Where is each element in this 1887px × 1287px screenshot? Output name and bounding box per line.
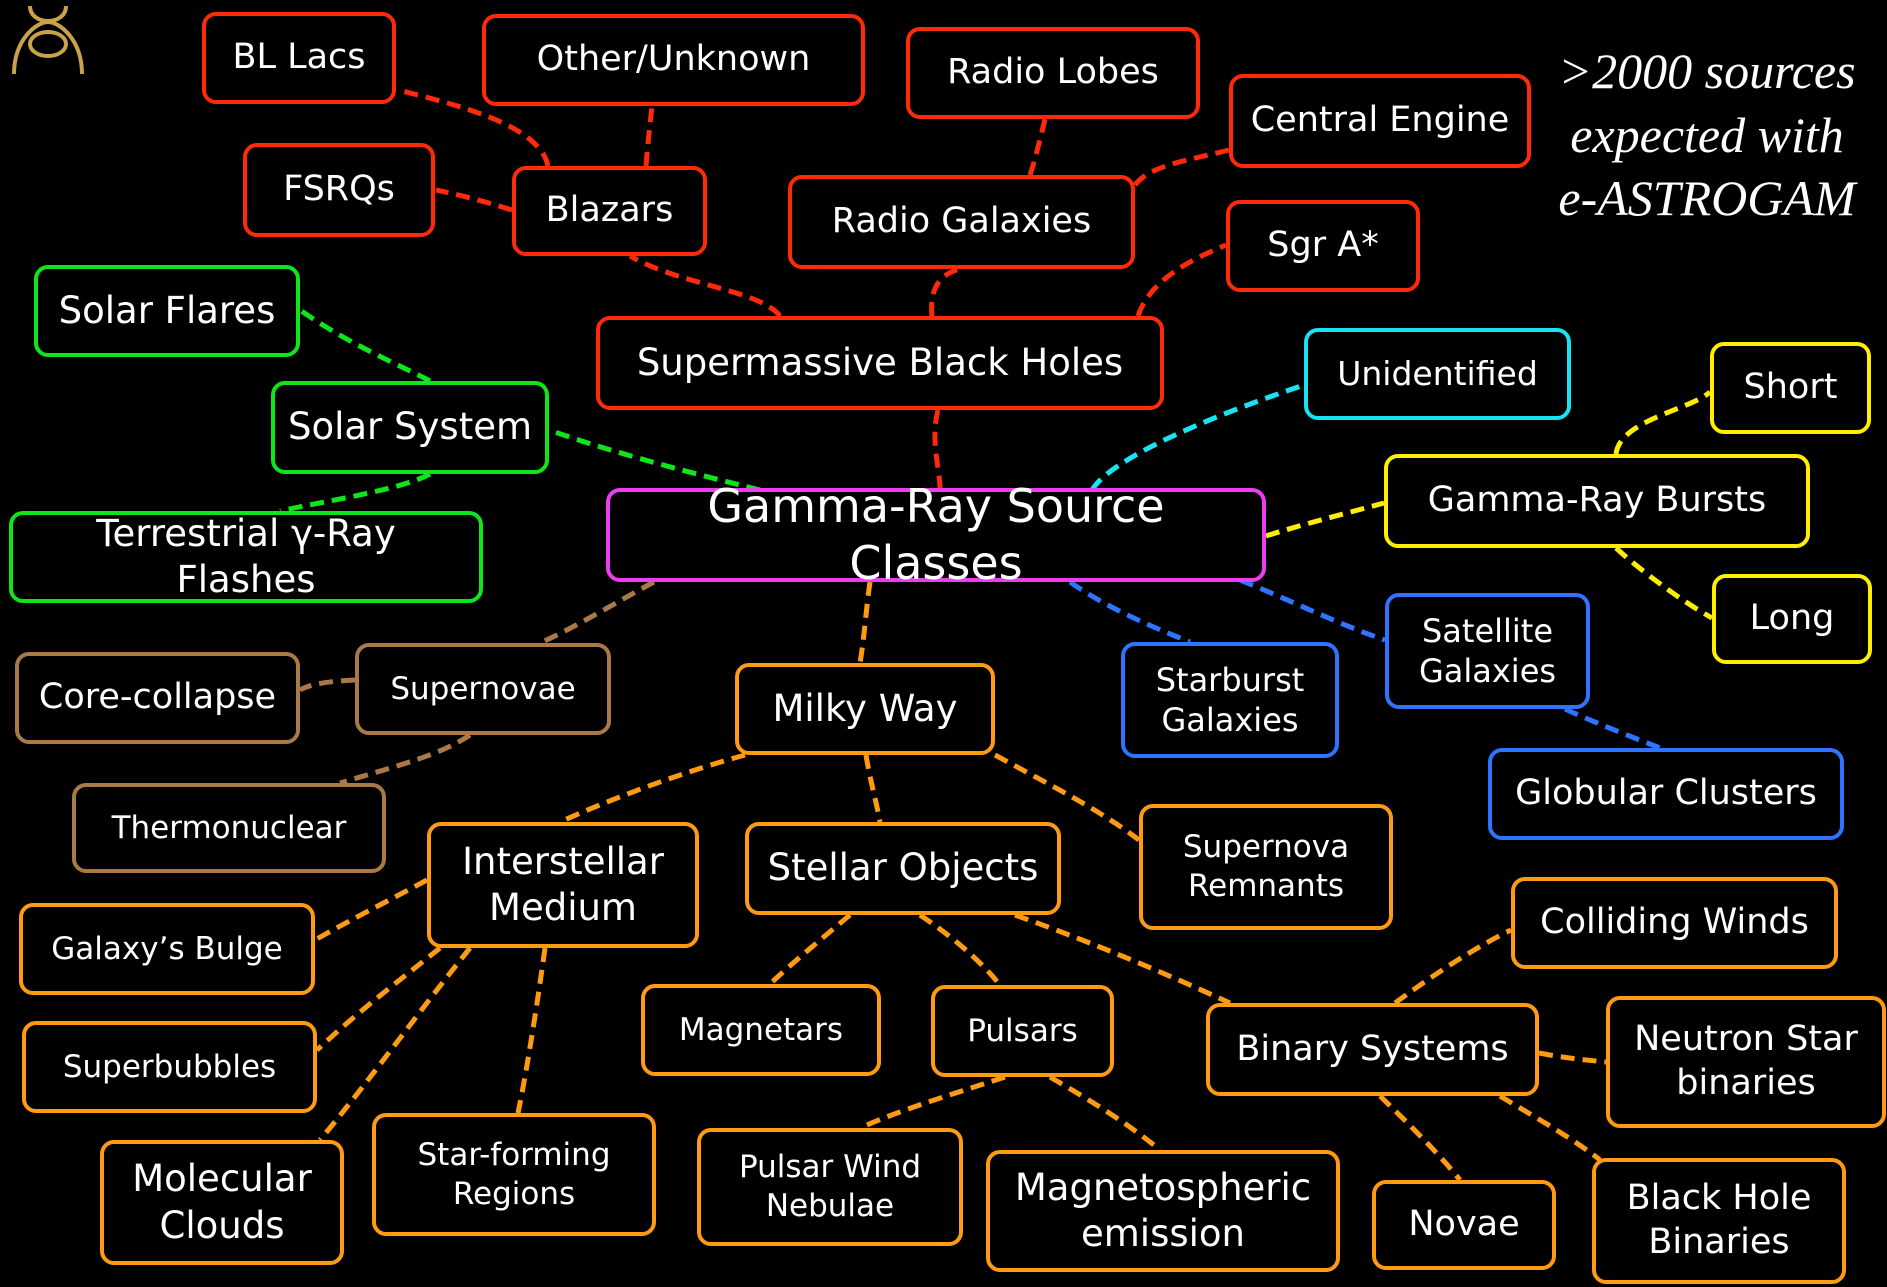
connector-orange-34 <box>1048 1074 1162 1152</box>
node-neutron-star-binaries: Neutron Star binaries <box>1606 996 1886 1128</box>
node-pulsars: Pulsars <box>931 985 1114 1077</box>
connector-red-5 <box>929 266 961 317</box>
connector-brown-20 <box>298 677 356 693</box>
connector-orange-23 <box>558 752 746 825</box>
connector-orange-31 <box>918 912 1002 987</box>
connector-orange-27 <box>315 946 442 1052</box>
connector-orange-33 <box>858 1074 1006 1131</box>
logo <box>6 0 90 82</box>
node-solar-system: Solar System <box>271 381 549 474</box>
connector-blue-17 <box>1068 579 1191 645</box>
connector-orange-30 <box>768 913 852 986</box>
node-magnetospheric-emission: Magnetospheric emission <box>986 1150 1340 1272</box>
connector-yellow-14 <box>1613 390 1712 455</box>
node-satellite-galaxies: Satellite Galaxies <box>1385 593 1590 709</box>
connector-red-4 <box>643 105 655 167</box>
connector-orange-38 <box>1498 1093 1602 1162</box>
node-pulsar-wind-nebulae: Pulsar Wind Nebulae <box>697 1128 963 1246</box>
connector-blue-16 <box>1239 577 1386 643</box>
node-radio-lobes: Radio Lobes <box>906 27 1200 119</box>
node-thermonuclear: Thermonuclear <box>72 783 386 873</box>
connector-brown-19 <box>538 579 656 646</box>
node-milky-way: Milky Way <box>735 663 995 755</box>
node-supermassive-black-holes: Supermassive Black Holes <box>596 316 1164 410</box>
node-short: Short <box>1710 342 1871 434</box>
node-binary-systems: Binary Systems <box>1206 1003 1539 1096</box>
connector-cyan-12 <box>1089 382 1305 492</box>
connector-red-1 <box>628 253 782 318</box>
connector-blue-18 <box>1563 706 1661 751</box>
node-gamma-ray-bursts: Gamma-Ray Bursts <box>1384 454 1810 548</box>
node-globular-clusters: Globular Clusters <box>1488 748 1844 840</box>
node-gamma-ray-source-classes: Gamma-Ray Source Classes <box>606 479 1266 590</box>
node-colliding-winds: Colliding Winds <box>1511 877 1838 969</box>
connector-red-8 <box>1135 242 1227 317</box>
connector-yellow-15 <box>1614 546 1714 621</box>
node-supernovae: Supernovae <box>355 643 611 735</box>
node-terrestrial-gamma-ray-flashes: Terrestrial γ-Ray Flashes <box>9 511 483 603</box>
connector-green-11 <box>279 471 432 514</box>
connector-yellow-13 <box>1265 500 1385 539</box>
connector-orange-22 <box>857 581 873 664</box>
sources-note: >2000 sources expected with e-ASTROGAM <box>1558 43 1856 226</box>
node-black-hole-binaries: Black Hole Binaries <box>1592 1158 1846 1284</box>
node-stellar-objects: Stellar Objects <box>745 822 1061 915</box>
node-superbubbles: Superbubbles <box>22 1021 317 1113</box>
node-starburst-galaxies: Starburst Galaxies <box>1121 642 1339 758</box>
node-other-unknown: Other/Unknown <box>482 14 865 106</box>
node-core-collapse: Core-collapse <box>15 652 300 744</box>
node-molecular-clouds: Molecular Clouds <box>100 1140 344 1265</box>
connector-orange-25 <box>993 752 1141 842</box>
node-blazars: Blazars <box>512 166 707 256</box>
node-unidentified: Unidentified <box>1304 328 1571 420</box>
connector-orange-26 <box>313 877 429 943</box>
node-novae: Novae <box>1372 1180 1556 1270</box>
node-magnetars: Magnetars <box>641 984 881 1076</box>
node-central-engine: Central Engine <box>1229 74 1531 168</box>
node-radio-galaxies: Radio Galaxies <box>788 175 1135 269</box>
node-sgr-a-star: Sgr A* <box>1226 200 1420 292</box>
connector-red-7 <box>1133 147 1230 187</box>
node-bl-lacs: BL Lacs <box>202 12 396 104</box>
connector-orange-24 <box>863 754 883 823</box>
node-interstellar-medium: Interstellar Medium <box>427 822 699 948</box>
node-galaxys-bulge: Galaxy’s Bulge <box>19 903 315 995</box>
connector-orange-36 <box>1538 1050 1607 1065</box>
connector-red-6 <box>1027 118 1048 176</box>
node-star-forming-regions: Star-forming Regions <box>372 1113 656 1236</box>
connector-orange-28 <box>318 946 472 1142</box>
connector-green-9 <box>548 427 761 493</box>
connector-orange-35 <box>1393 927 1513 1006</box>
node-long: Long <box>1712 574 1872 664</box>
connector-orange-37 <box>1378 1094 1462 1182</box>
node-solar-flares: Solar Flares <box>34 265 300 357</box>
connector-red-2 <box>397 87 551 167</box>
connector-orange-32 <box>1014 912 1232 1006</box>
connector-red-3 <box>435 187 513 213</box>
node-supernova-remnants: Supernova Remnants <box>1139 804 1393 930</box>
connector-orange-29 <box>515 947 548 1114</box>
connector-green-10 <box>298 307 432 384</box>
connector-brown-21 <box>339 732 472 786</box>
node-fsrqs: FSRQs <box>243 143 435 237</box>
connector-red-0 <box>932 409 943 489</box>
